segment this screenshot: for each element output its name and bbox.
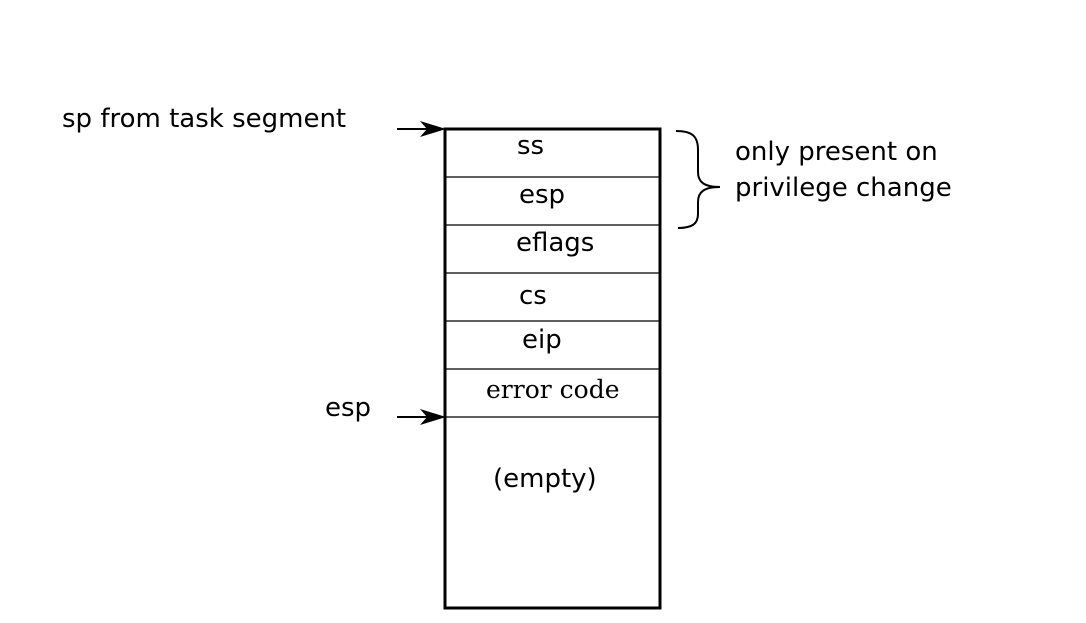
stack-cell-eflags: eflags <box>516 228 595 258</box>
brace-note-line1: only present on <box>735 137 938 167</box>
stack-cell-error-code: error code <box>486 375 620 404</box>
esp-pointer-label: esp <box>325 393 372 423</box>
brace-note-line2: privilege change <box>735 173 952 203</box>
stack-empty-label: (empty) <box>493 464 597 494</box>
stack-cell-esp: esp <box>519 180 566 210</box>
esp-arrow <box>397 409 446 425</box>
stack-cell-cs: cs <box>519 281 547 311</box>
sp-arrow <box>397 121 446 137</box>
stack-cell-eip: eip <box>522 325 562 355</box>
stack-cell-ss: ss <box>517 131 545 161</box>
sp-from-task-segment-label: sp from task segment <box>62 104 347 134</box>
right-brace <box>675 130 721 229</box>
